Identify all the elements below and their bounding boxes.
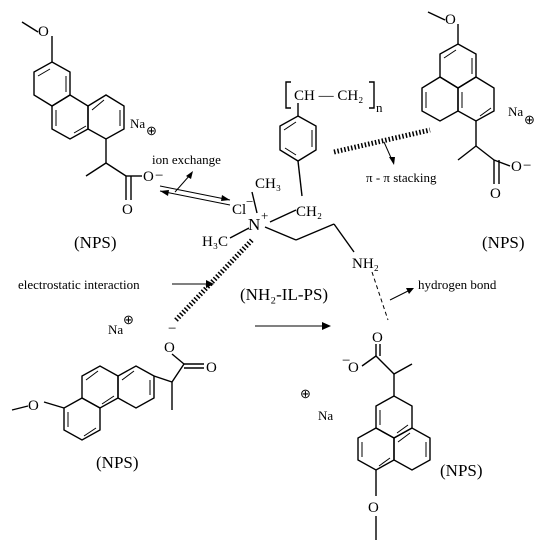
chloride-charge: − — [246, 194, 253, 209]
nps-top-left: O O O − Na ⊕ (NPS) — [21, 21, 163, 252]
nps-label: (NPS) — [74, 233, 117, 252]
ch2-linker: CH₂ — [296, 204, 322, 220]
chloride-ion: Cl — [232, 202, 246, 218]
methoxy-oxygen: O — [445, 12, 456, 28]
pi-stacking-label: π - π stacking — [366, 170, 437, 185]
methoxy-oxygen: O — [28, 398, 39, 414]
polymer-label: (NH₂-IL-PS) — [240, 285, 328, 304]
carboxylate-oxygen: O — [348, 360, 359, 376]
sodium-charge: ⊕ — [524, 112, 535, 127]
methyl-left: H₃C — [202, 234, 228, 250]
methoxy-oxygen: O — [38, 24, 49, 40]
quaternary-nitrogen: N — [248, 215, 260, 234]
sodium-charge: ⊕ — [146, 123, 157, 138]
carbonyl-oxygen: O — [122, 202, 133, 218]
repeat-n: n — [376, 100, 383, 115]
reaction-arrow — [255, 322, 331, 330]
carboxylate-oxygen: O — [511, 159, 522, 175]
carboxylate-oxygen: O — [143, 169, 154, 185]
negative-charge: − — [523, 158, 531, 174]
nps-label: (NPS) — [440, 461, 483, 480]
nps-bottom-left: Na ⊕ − O O O (NPS) — [11, 312, 217, 472]
negative-charge: − — [342, 353, 350, 369]
pi-stacking-annotation: π - π stacking — [333, 127, 437, 185]
nps-label: (NPS) — [96, 453, 139, 472]
polymer-structure: CH — CH₂ n CH₂ N + CH₃ H₃C Cl − NH₂ (NH₂… — [202, 81, 383, 304]
sodium-label: Na — [508, 104, 523, 119]
methyl-top: CH₃ — [255, 176, 281, 192]
amine-group: NH₂ — [352, 256, 379, 272]
ion-exchange-label: ion exchange — [152, 152, 221, 167]
negative-charge: − — [155, 168, 163, 184]
nitrogen-charge: + — [261, 208, 268, 223]
sodium-label: Na — [130, 116, 145, 131]
hydrogen-bond-annotation: hydrogen bond — [371, 271, 497, 321]
carbonyl-oxygen: O — [372, 330, 383, 346]
nps-top-right: O O O − Na ⊕ (NPS) — [421, 11, 535, 252]
nps-bottom-right: − O O ⊕ Na O (NPS) — [300, 330, 483, 540]
sodium-charge: ⊕ — [300, 386, 311, 401]
polymer-chain: CH — CH₂ — [294, 88, 363, 104]
negative-charge: − — [168, 321, 176, 337]
ion-exchange-annotation: ion exchange — [152, 152, 231, 206]
carboxylate-oxygen: O — [164, 340, 175, 356]
carbonyl-oxygen: O — [490, 186, 501, 202]
sodium-label: Na — [108, 322, 123, 337]
hydrogen-bond-label: hydrogen bond — [418, 277, 497, 292]
carbonyl-oxygen: O — [206, 360, 217, 376]
nps-label: (NPS) — [482, 233, 525, 252]
electrostatic-annotation: electrostatic interaction — [18, 238, 254, 322]
methoxy-oxygen: O — [368, 500, 379, 516]
sodium-label: Na — [318, 408, 333, 423]
electrostatic-label: electrostatic interaction — [18, 277, 140, 292]
sodium-charge: ⊕ — [123, 312, 134, 327]
